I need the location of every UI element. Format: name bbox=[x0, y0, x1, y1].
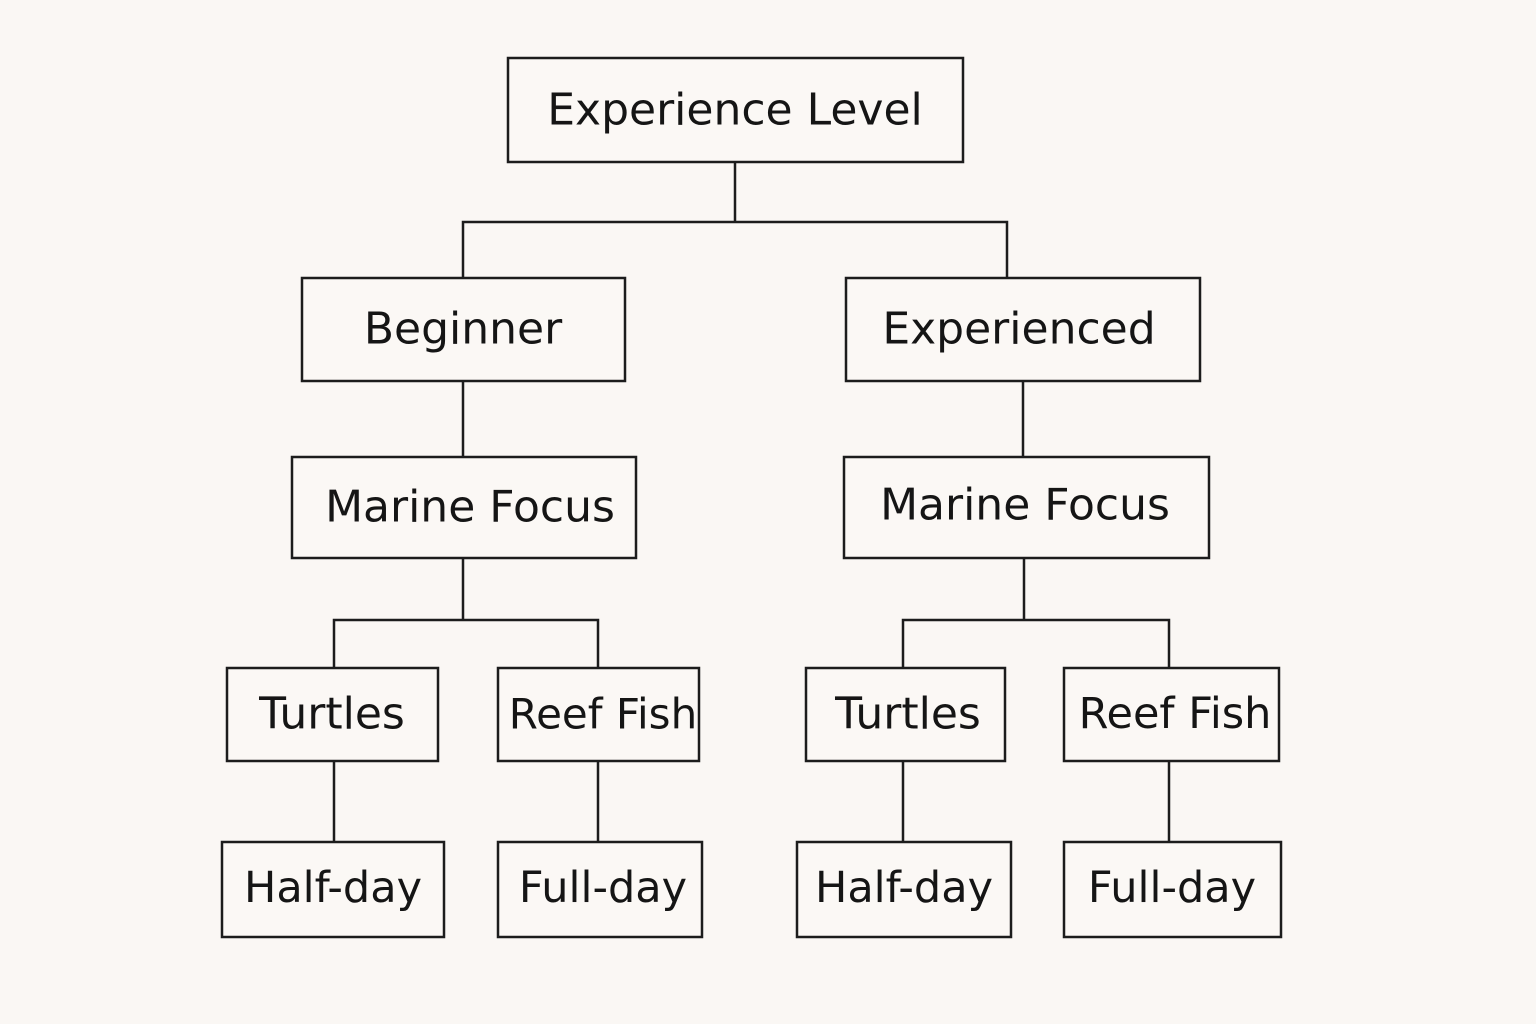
node-label: Full-day bbox=[519, 863, 687, 913]
node-label: Reef Fish bbox=[509, 690, 697, 739]
node-label: Marine Focus bbox=[880, 480, 1170, 531]
node-box bbox=[300, 276, 627, 383]
node-marine-focus-beginner: Marine Focus bbox=[290, 455, 638, 560]
node-box bbox=[496, 666, 701, 763]
node-label: Turtles bbox=[834, 689, 981, 740]
node-beginner: Beginner bbox=[300, 276, 627, 383]
node-label: Experienced bbox=[882, 304, 1155, 355]
node-box bbox=[1062, 666, 1281, 763]
node-marine-focus-experienced: Marine Focus bbox=[842, 455, 1211, 560]
connector-marine-focus-right bbox=[901, 556, 1171, 670]
node-label: Marine Focus bbox=[325, 482, 615, 533]
node-box bbox=[804, 666, 1007, 763]
node-full-day-beginner: Full-day bbox=[496, 840, 704, 939]
node-box bbox=[496, 840, 704, 939]
node-box bbox=[842, 455, 1211, 560]
node-box bbox=[1062, 840, 1283, 939]
connector-marine-focus-left bbox=[332, 556, 600, 670]
node-turtles-beginner: Turtles bbox=[225, 666, 440, 763]
node-box bbox=[844, 276, 1202, 383]
node-box bbox=[225, 666, 440, 763]
node-label: Beginner bbox=[364, 304, 563, 355]
node-label: Turtles bbox=[258, 689, 405, 740]
node-reef-fish-beginner: Reef Fish bbox=[496, 666, 701, 763]
node-half-day-experienced: Half-day bbox=[795, 840, 1013, 939]
node-label: Half-day bbox=[244, 863, 422, 913]
node-full-day-experienced: Full-day bbox=[1062, 840, 1283, 939]
node-label: Experience Level bbox=[547, 85, 923, 136]
node-reef-fish-experienced: Reef Fish bbox=[1062, 666, 1281, 763]
node-experience-level: Experience Level bbox=[506, 56, 965, 164]
node-experienced: Experienced bbox=[844, 276, 1202, 383]
node-label: Full-day bbox=[1088, 863, 1256, 913]
node-box bbox=[506, 56, 965, 164]
connector-lines bbox=[332, 160, 1171, 844]
node-box bbox=[290, 455, 638, 560]
connector-root bbox=[461, 160, 1009, 280]
node-label: Half-day bbox=[815, 863, 993, 913]
node-box bbox=[795, 840, 1013, 939]
node-label: Reef Fish bbox=[1079, 689, 1272, 739]
node-box bbox=[220, 840, 446, 939]
node-turtles-experienced: Turtles bbox=[804, 666, 1007, 763]
node-half-day-beginner: Half-day bbox=[220, 840, 446, 939]
